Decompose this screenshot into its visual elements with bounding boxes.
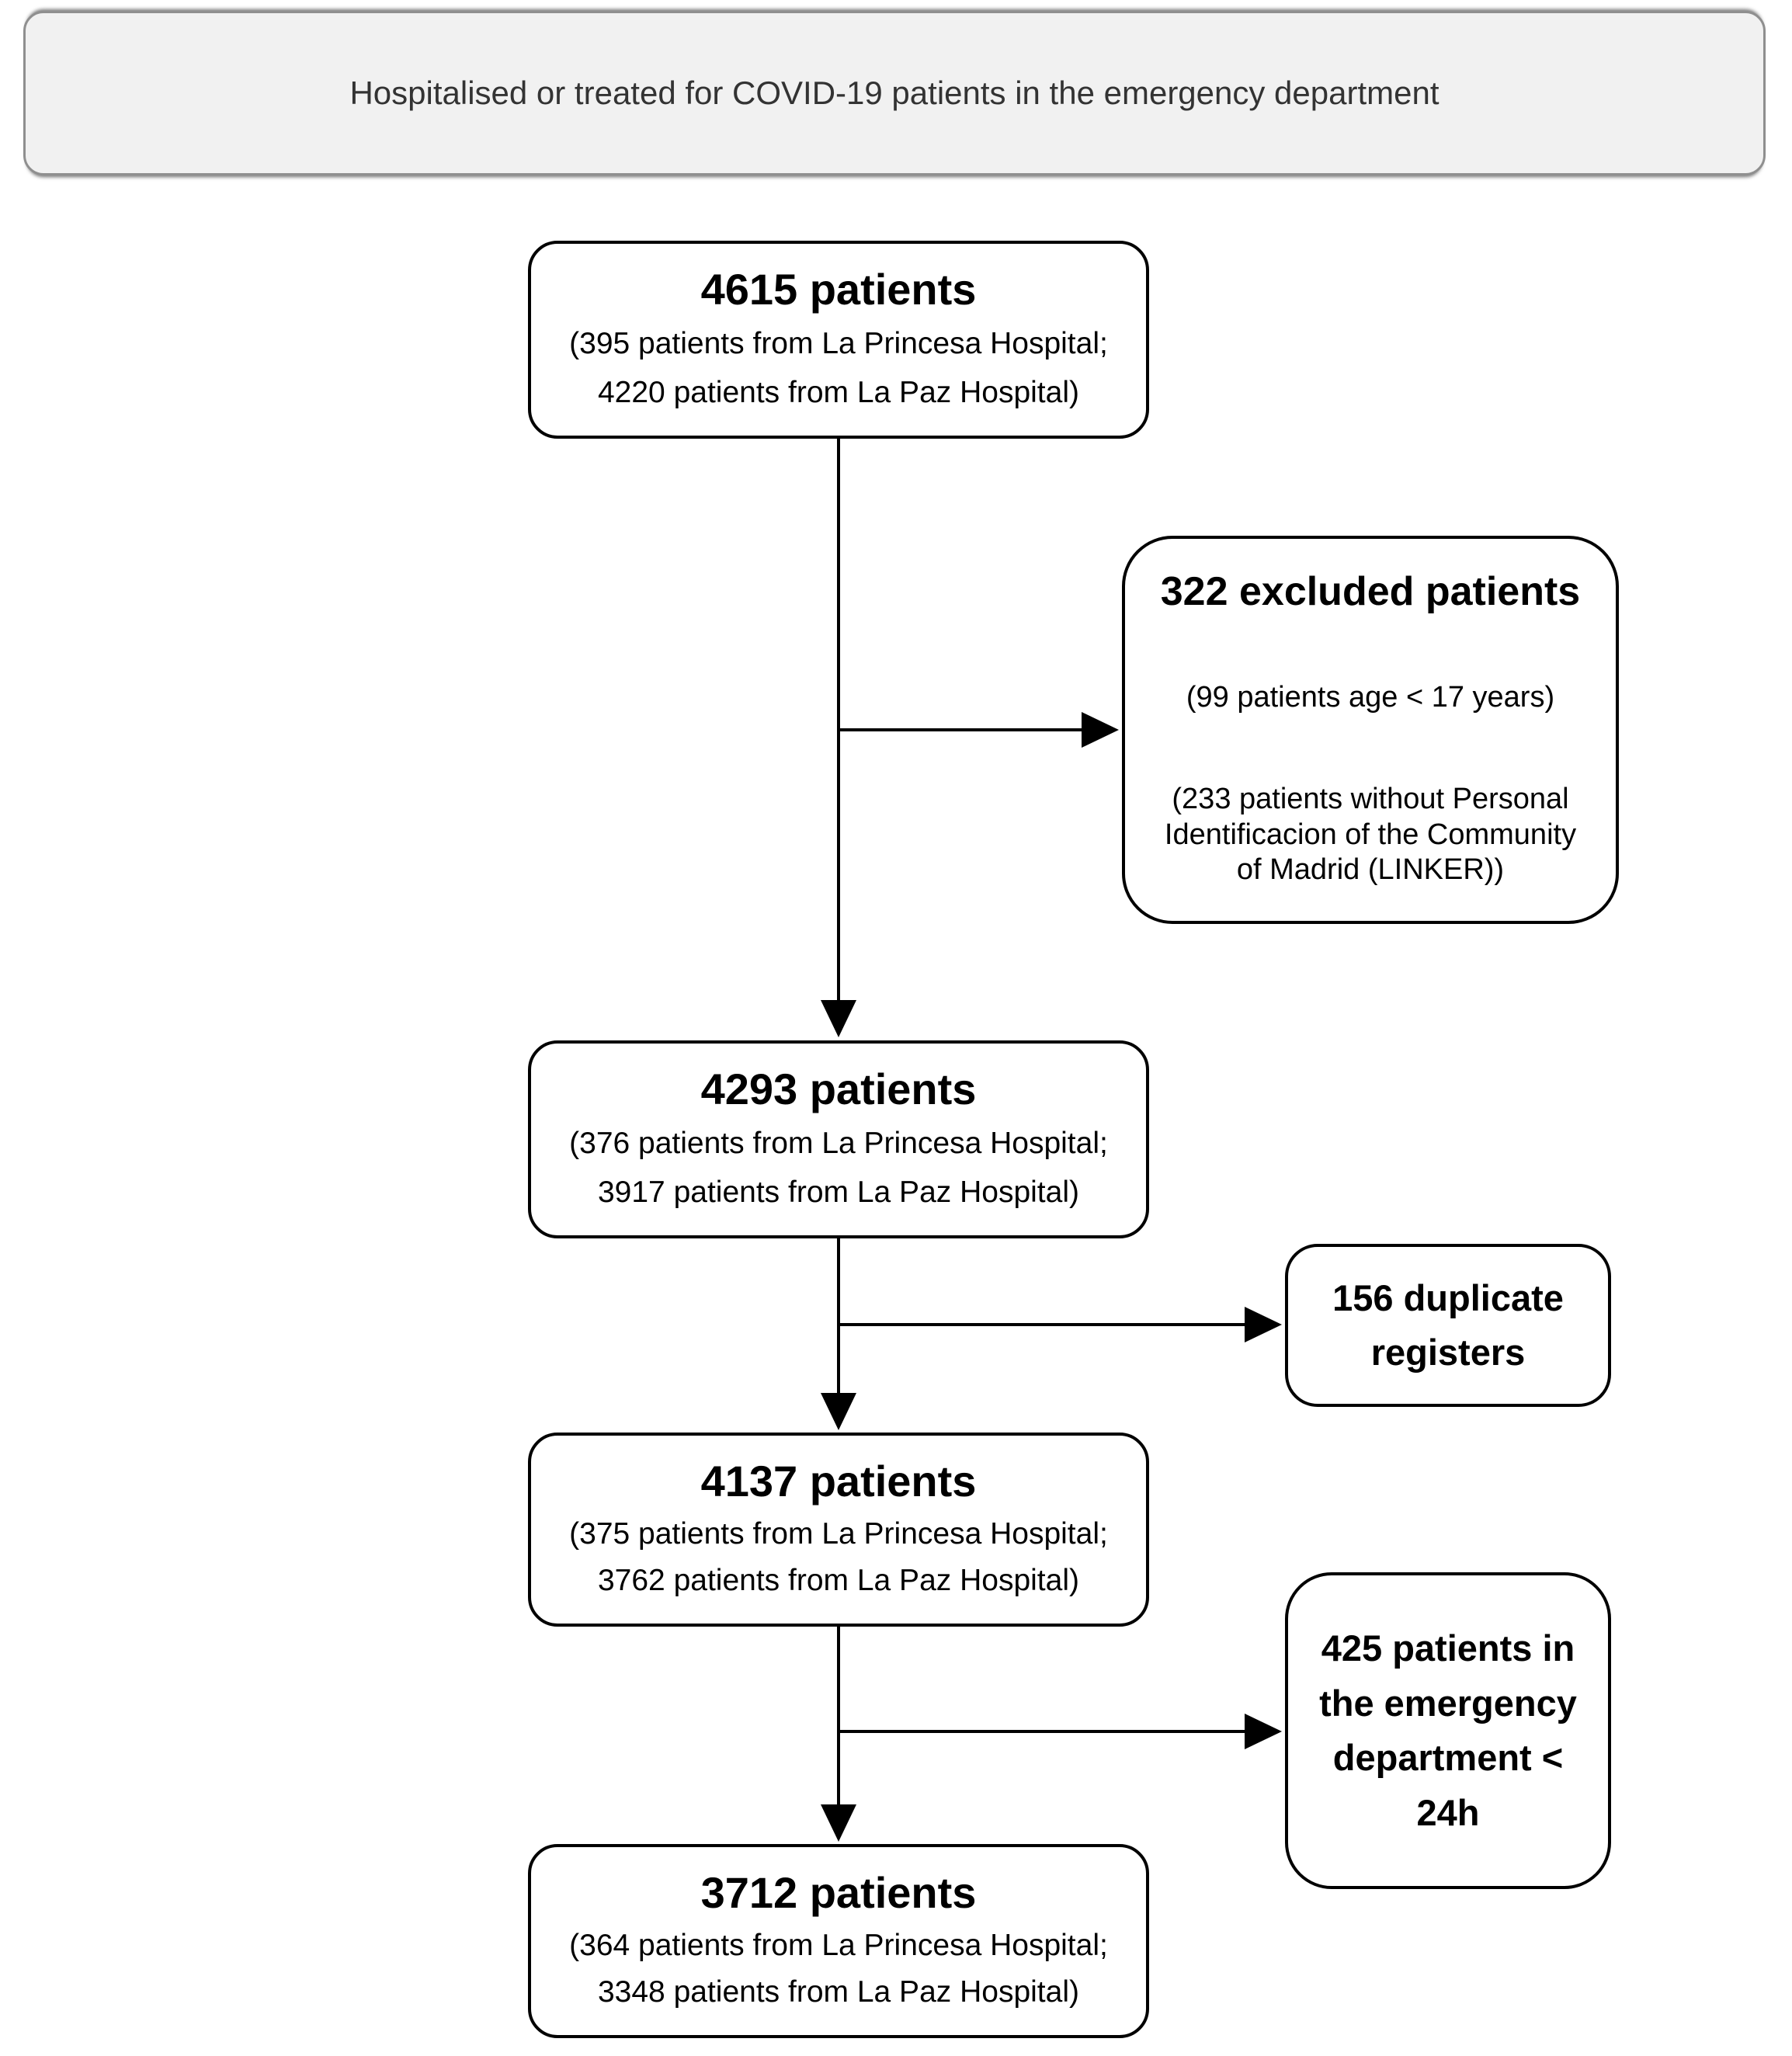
- arrowhead-excluded: [1082, 712, 1119, 748]
- box-title: 3712 patients: [700, 1868, 977, 1917]
- excluded-box-title: 322 excluded patients: [1160, 569, 1581, 614]
- box-title: 4293 patients: [700, 1064, 977, 1113]
- box-subline-1: (364 patients from La Princesa Hospital;: [569, 1928, 1108, 1962]
- box-subline-2: 3348 patients from La Paz Hospital): [597, 1975, 1079, 2009]
- box-subline-1: (375 patients from La Princesa Hospital;: [569, 1516, 1108, 1551]
- study-population-banner: Hospitalised or treated for COVID-19 pat…: [23, 11, 1766, 175]
- box-subline-1: (376 patients from La Princesa Hospital;: [569, 1127, 1108, 1161]
- arrowhead-ed24: [1245, 1714, 1282, 1749]
- box-title: 4615 patients: [700, 265, 977, 314]
- excluded-box-line-2: (233 patients without Personal Identific…: [1164, 783, 1577, 887]
- arrowhead-box3: [821, 1393, 856, 1430]
- box-subline-2: 3762 patients from La Paz Hospital): [597, 1564, 1079, 1598]
- arrowhead-duplicates: [1245, 1307, 1282, 1342]
- flow-box-final-cohort: 3712 patients (364 patients from La Prin…: [528, 1844, 1149, 2038]
- box-subline-2: 4220 patients from La Paz Hospital): [597, 376, 1079, 410]
- banner-text: Hospitalised or treated for COVID-19 pat…: [349, 75, 1440, 111]
- arrowhead-box4: [821, 1804, 856, 1842]
- ed-under-24h-box: 425 patients in the emergency department…: [1285, 1572, 1611, 1889]
- box-title: 4137 patients: [700, 1457, 977, 1506]
- duplicate-registers-text: 156 duplicate registers: [1332, 1276, 1564, 1374]
- ed-under-24h-text: 425 patients in the emergency department…: [1319, 1627, 1577, 1833]
- excluded-box-line-1: (99 patients age < 17 years): [1186, 681, 1555, 714]
- arrowhead-box2: [821, 1000, 856, 1037]
- flow-box-after-deduplication: 4137 patients (375 patients from La Prin…: [528, 1433, 1149, 1627]
- flow-box-after-exclusion: 4293 patients (376 patients from La Prin…: [528, 1040, 1149, 1238]
- box-subline-2: 3917 patients from La Paz Hospital): [597, 1176, 1079, 1210]
- duplicate-registers-box: 156 duplicate registers: [1285, 1244, 1611, 1407]
- excluded-patients-box: 322 excluded patients (99 patients age <…: [1122, 536, 1619, 924]
- box-subline-1: (395 patients from La Princesa Hospital;: [569, 327, 1108, 361]
- flow-box-total-patients: 4615 patients (395 patients from La Prin…: [528, 241, 1149, 439]
